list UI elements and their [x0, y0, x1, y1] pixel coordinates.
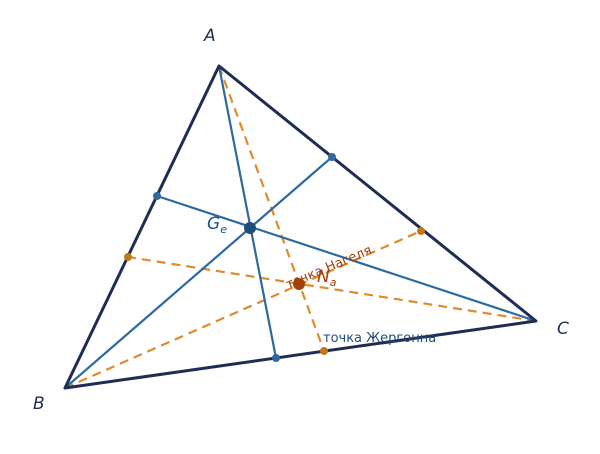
- gergonne-cevian-from-a: [217, 65, 278, 359]
- gergonne-point: [244, 222, 256, 234]
- excircle-point-ab: [124, 253, 132, 261]
- vertex-label-a: A: [203, 26, 216, 46]
- contact-point-ac: [328, 153, 336, 161]
- triangle-abc: [63, 64, 538, 390]
- vertex-label-c: C: [557, 319, 569, 339]
- nagel-point-label: Na: [317, 267, 337, 289]
- nagel-cevians: [64, 65, 537, 390]
- gergonne-cevian-from-c: [156, 194, 537, 323]
- vertex-label-b: B: [33, 394, 45, 414]
- nagel-point: [293, 278, 305, 290]
- gergonne-cevian-from-b: [64, 156, 333, 389]
- nagel-cevian-from-b: [64, 229, 422, 390]
- excircle-point-bc: [320, 347, 328, 355]
- gergonne-point-label: Ge: [207, 214, 227, 236]
- nagel-symbol: N: [317, 267, 330, 287]
- excircle-contact-points: [124, 227, 425, 355]
- incircle-contact-points: [153, 153, 336, 362]
- excircle-point-ac: [417, 227, 425, 235]
- contact-point-ab: [153, 192, 161, 200]
- gergonne-subscript: e: [220, 223, 227, 236]
- nagel-cevian-from-c: [127, 255, 537, 323]
- gergonne-cevians: [64, 65, 537, 389]
- nagel-subscript: a: [330, 276, 337, 289]
- gergonne-caption: точка Жергонна: [323, 331, 436, 346]
- gergonne-symbol: G: [207, 214, 220, 234]
- contact-point-bc: [272, 354, 280, 362]
